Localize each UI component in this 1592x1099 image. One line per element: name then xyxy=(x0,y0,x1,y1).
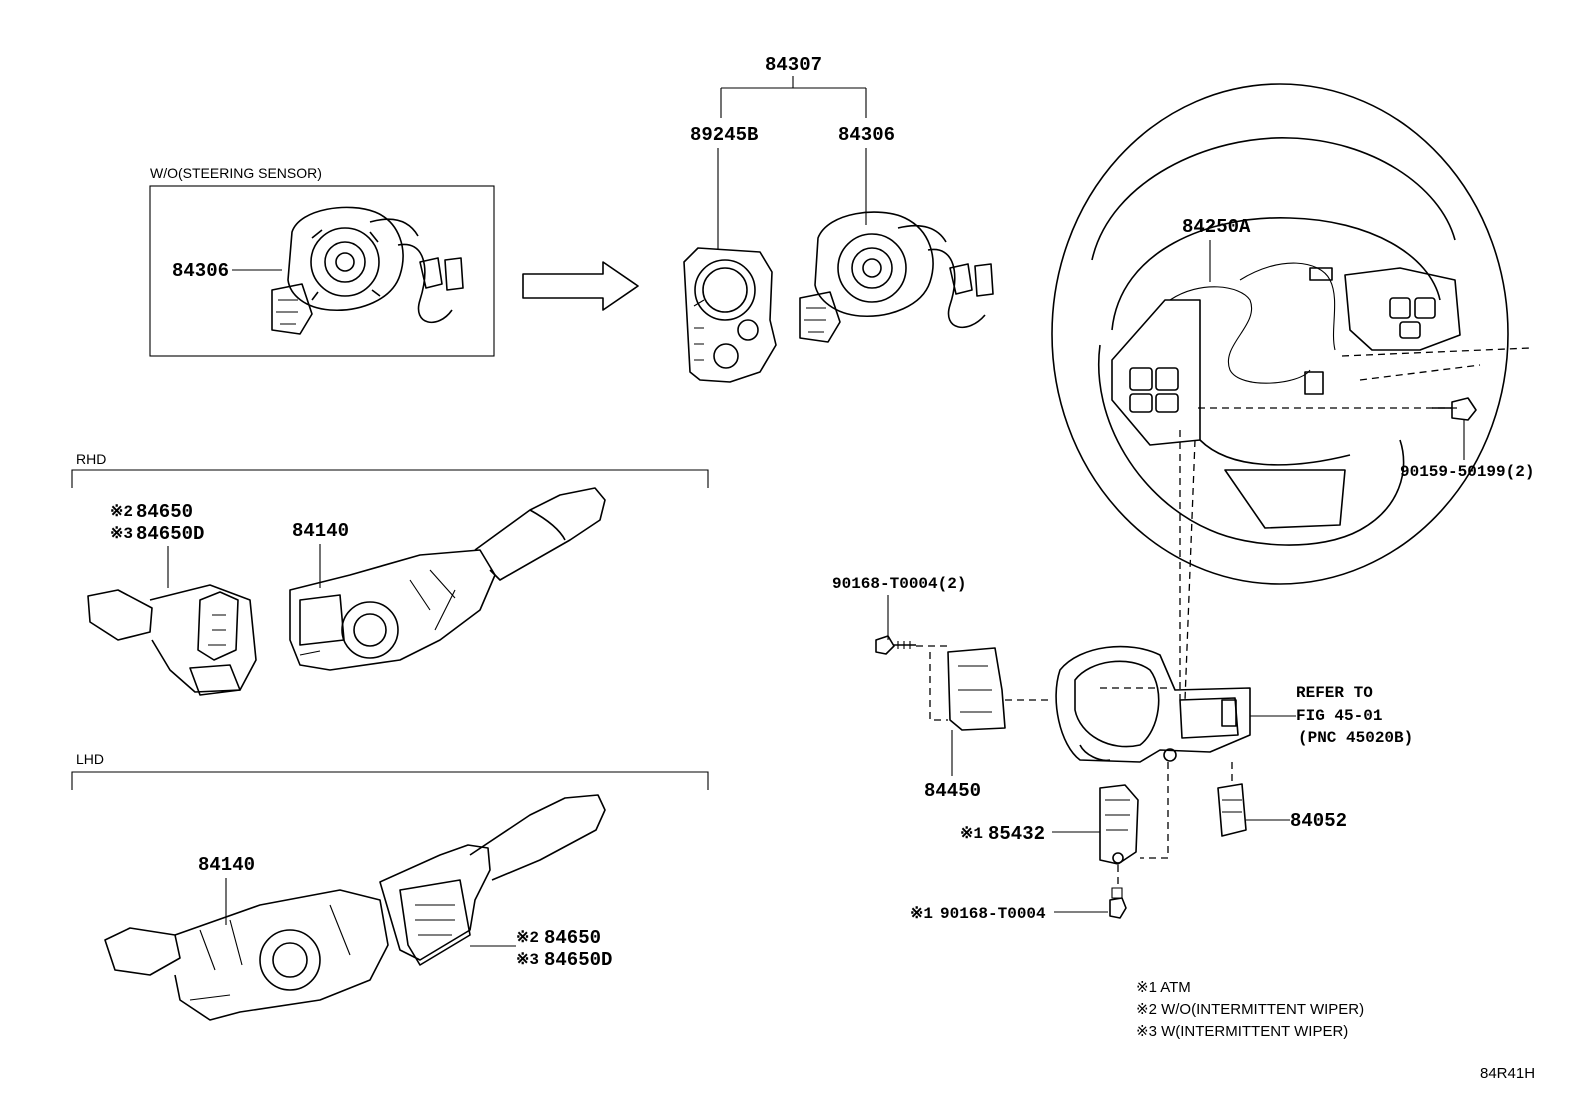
dash-wheel-right xyxy=(1341,347,1531,357)
dash-wheel-to-cover-2 xyxy=(1184,439,1196,701)
label-rhd-84650d: 84650D xyxy=(136,523,204,545)
clock-spring-icon xyxy=(799,211,994,343)
label-84306-top: 84306 xyxy=(838,124,895,146)
lhd-mark-2: ※2 xyxy=(516,929,539,947)
connector-icon xyxy=(1217,783,1247,837)
label-lhd-84650d: 84650D xyxy=(544,949,612,971)
refer-line-2: FIG 45-01 xyxy=(1296,707,1382,725)
rhd-mark-2: ※2 xyxy=(110,503,133,521)
dash-84450-box xyxy=(929,652,948,721)
shift-lock-icon xyxy=(1099,784,1139,865)
label-lhd-84140: 84140 xyxy=(198,854,255,876)
label-84250a: 84250A xyxy=(1182,216,1251,238)
dash-cover-to-85432 xyxy=(1140,762,1169,859)
bracket-rhd xyxy=(71,469,709,488)
section-lhd: LHD xyxy=(76,751,104,767)
note-1: ※1 ATM xyxy=(1136,979,1191,996)
lhd-mark-3: ※3 xyxy=(516,951,539,969)
label-rhd-84650: 84650 xyxy=(136,501,193,523)
combination-switch-icon xyxy=(289,487,606,671)
label-84306-box: 84306 xyxy=(172,260,229,282)
rhd-mark-3: ※3 xyxy=(110,525,133,543)
bolt-icon xyxy=(875,635,916,655)
wo-steering-sensor-box xyxy=(149,185,495,357)
dash-wheel-right-2 xyxy=(1359,364,1481,381)
wiper-switch-icon xyxy=(87,584,257,696)
label-85432: 85432 xyxy=(988,823,1045,845)
bracket-84307 xyxy=(720,76,867,118)
label-84450: 84450 xyxy=(924,780,981,802)
refer-line-3: (PNC 45020B) xyxy=(1298,729,1413,747)
note-2: ※2 W/O(INTERMITTENT WIPER) xyxy=(1136,1001,1364,1018)
label-84307: 84307 xyxy=(765,54,822,76)
label-90168-t0004: 90168-T0004 xyxy=(940,905,1046,923)
note-3: ※3 W(INTERMITTENT WIPER) xyxy=(1136,1023,1348,1040)
paddle-switch-icon xyxy=(947,647,1006,731)
label-90168-t0004-2: 90168-T0004(2) xyxy=(832,575,966,593)
bracket-lhd xyxy=(71,771,709,790)
label-84052: 84052 xyxy=(1290,810,1347,832)
steering-wheel-icon xyxy=(1051,83,1509,585)
label-lhd-84650: 84650 xyxy=(544,927,601,949)
bolt-icon xyxy=(1432,397,1477,421)
column-cover-icon xyxy=(1055,645,1251,763)
bolt-icon xyxy=(1109,887,1127,919)
figure-code: 84R41H xyxy=(1480,1065,1535,1082)
clock-spring-icon xyxy=(271,206,464,335)
section-wo-steering-sensor: W/O(STEERING SENSOR) xyxy=(150,165,322,181)
label-rhd-84140: 84140 xyxy=(292,520,349,542)
arrow-right-icon xyxy=(522,261,639,311)
mark-90168: ※1 xyxy=(910,905,933,923)
refer-line-1: REFER TO xyxy=(1296,684,1373,702)
mark-85432: ※1 xyxy=(960,825,983,843)
steering-sensor-icon xyxy=(683,247,777,383)
label-89245b: 89245B xyxy=(690,124,758,146)
label-90159: 90159-50199(2) xyxy=(1400,463,1534,481)
section-rhd: RHD xyxy=(76,451,106,467)
combination-switch-icon xyxy=(104,794,606,1021)
